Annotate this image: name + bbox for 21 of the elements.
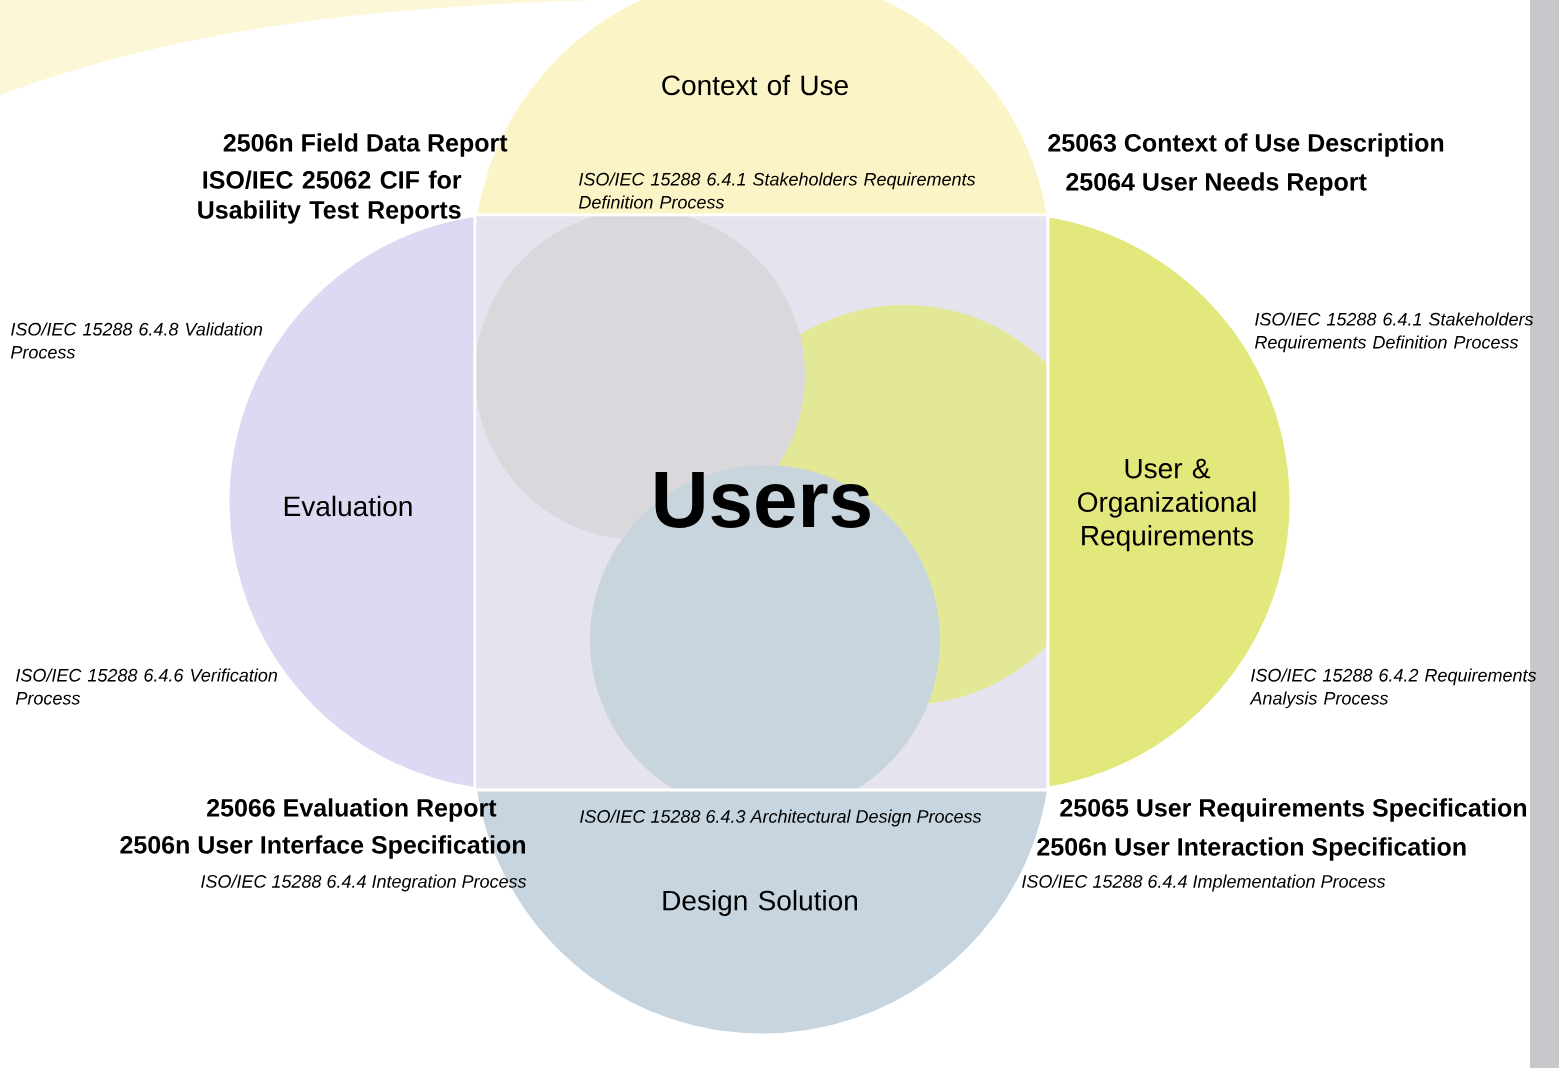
process-label: ISO/IEC 15288 6.4.2 Requirements Analysis Process — [1249, 668, 1537, 709]
circle-title: Evaluation — [284, 495, 412, 517]
document-label: ISO/IEC 25062 CIF for Usability Test Reports — [198, 170, 462, 224]
document-label: 25064 User Needs Report — [1066, 172, 1367, 196]
process-label: ISO/IEC 15288 6.4.3 Architectural Design Process — [580, 809, 982, 827]
document-label: 2506n User Interface Specification — [120, 835, 525, 859]
process-label: ISO/IEC 15288 6.4.4 Integration Process — [201, 874, 527, 892]
process-label: ISO/IEC 15288 6.4.4 Implementation Process — [1022, 874, 1386, 892]
document-label: 25063 Context of Use Description — [1048, 133, 1444, 157]
process-label: ISO/IEC 15288 6.4.1 Stakeholders Requirements Definition Process — [1255, 312, 1534, 353]
process-label: ISO/IEC 15288 6.4.1 Stakeholders Requirements Definition Process — [578, 172, 976, 209]
process-label: ISO/IEC 15288 6.4.8 Validation Process — [10, 322, 263, 359]
circle-title: Context of Use — [662, 74, 848, 96]
document-label: 2506n Field Data Report — [223, 133, 508, 157]
center-title: Users — [655, 472, 870, 528]
document-label: 2506n User Interaction Specification — [1037, 837, 1466, 861]
process-label: ISO/IEC 15288 6.4.6 Verification Process — [15, 668, 278, 705]
circle-title: Design Solution — [663, 889, 857, 917]
document-label: 25065 User Requirements Specification — [1060, 798, 1527, 822]
circle-title: User & Organizational Requirements — [1078, 458, 1256, 552]
document-label: 25066 Evaluation Report — [207, 798, 497, 822]
